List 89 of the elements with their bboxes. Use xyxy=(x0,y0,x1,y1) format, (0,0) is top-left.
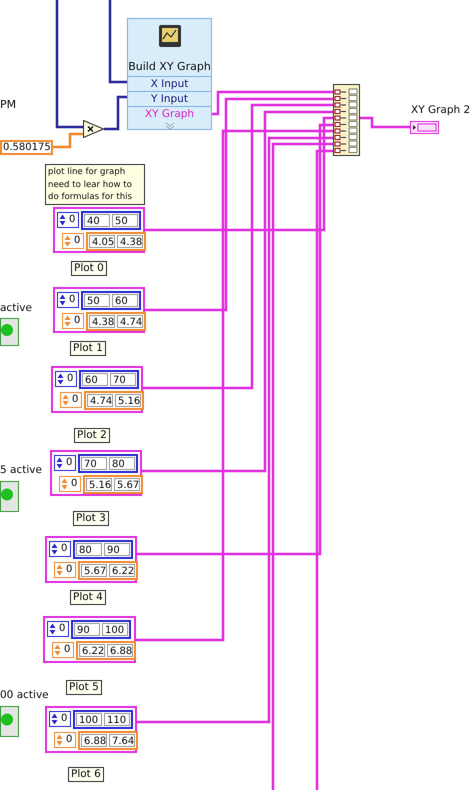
text-label: PM xyxy=(0,98,16,111)
indicator-label: active xyxy=(0,302,32,315)
array-value: 5.16 xyxy=(86,478,112,491)
wire xyxy=(104,96,127,130)
array-value: 80 xyxy=(76,543,102,556)
wire xyxy=(108,0,127,84)
array-value: 50 xyxy=(112,214,138,227)
index-control: 0 xyxy=(54,455,76,471)
index-control: 0 xyxy=(49,541,71,557)
wire xyxy=(143,104,333,390)
plot-label: Plot 5 xyxy=(66,680,102,695)
plot-label: Plot 3 xyxy=(73,511,109,526)
index-control: 0 xyxy=(54,732,76,748)
indicator-label: XY Graph 2 xyxy=(411,104,470,117)
array-value: 6.88 xyxy=(81,734,107,747)
multiply-node xyxy=(83,120,104,138)
index-control: 0 xyxy=(59,476,81,492)
array-value: 60 xyxy=(82,373,108,386)
array-value: 110 xyxy=(104,713,130,726)
wire xyxy=(136,130,333,642)
plot-label: Plot 0 xyxy=(71,261,107,276)
array-value: 5.16 xyxy=(115,394,141,407)
wire xyxy=(56,0,83,128)
cluster-constant xyxy=(51,366,143,413)
index-control: 0 xyxy=(52,642,74,658)
array-value: 50 xyxy=(84,294,110,307)
indicator-label: 00 active xyxy=(0,689,49,702)
cluster-constant xyxy=(53,207,145,253)
index-control: 0 xyxy=(62,233,84,249)
cluster-constant xyxy=(45,536,137,583)
array-value: 70 xyxy=(110,373,136,386)
array-value: 40 xyxy=(84,214,110,227)
graph-indicator-terminal xyxy=(410,121,439,134)
wire xyxy=(137,136,333,724)
array-value: 100 xyxy=(76,713,102,726)
array-value: 70 xyxy=(81,457,107,470)
plot-label: Plot 4 xyxy=(70,590,106,605)
wire xyxy=(145,116,333,232)
wire xyxy=(137,124,333,556)
wire xyxy=(145,98,333,312)
array-value: 5.67 xyxy=(114,478,140,491)
array-value: 60 xyxy=(112,294,138,307)
array-value: 90 xyxy=(104,543,130,556)
array-value: 7.64 xyxy=(109,734,135,747)
function-node xyxy=(127,18,212,130)
wire xyxy=(212,90,333,116)
array-value: 6.22 xyxy=(109,564,135,577)
wire xyxy=(53,132,83,148)
cluster-constant xyxy=(53,287,145,333)
plot-label: Plot 1 xyxy=(70,341,106,356)
terminal-label: XY Graph xyxy=(128,106,211,122)
array-value: 80 xyxy=(109,457,135,470)
index-control: 0 xyxy=(62,313,84,329)
index-control: 0 xyxy=(60,392,82,408)
array-value: 4.74 xyxy=(117,315,143,328)
wire xyxy=(272,142,333,790)
index-control: 0 xyxy=(47,621,69,637)
boolean-indicator xyxy=(0,318,19,346)
cluster-constant xyxy=(50,450,142,496)
array-value: 4.38 xyxy=(117,235,143,248)
comment-note: plot line for graph need to lear how to do formulas for this xyxy=(45,164,145,205)
array-value: 90 xyxy=(74,623,100,636)
terminal-label: X Input xyxy=(128,76,211,92)
index-control: 0 xyxy=(57,292,79,308)
build-array-node xyxy=(333,84,360,156)
array-value: 6.22 xyxy=(79,644,105,657)
wire xyxy=(142,110,333,472)
plot-label: Plot 2 xyxy=(74,428,110,443)
array-value: 4.05 xyxy=(89,235,115,248)
array-value: 100 xyxy=(102,623,128,636)
function-title: Build XY Graph xyxy=(128,60,211,74)
cluster-constant xyxy=(43,616,136,663)
terminal-label: Y Input xyxy=(128,91,211,107)
indicator-label: 5 active xyxy=(0,464,42,477)
index-control: 0 xyxy=(49,711,71,727)
array-value: 6.88 xyxy=(107,644,133,657)
boolean-indicator xyxy=(0,706,19,737)
plot-label: Plot 6 xyxy=(68,767,104,782)
index-control: 0 xyxy=(55,371,77,387)
wire xyxy=(360,116,410,128)
array-value: 4.38 xyxy=(89,315,115,328)
boolean-indicator xyxy=(0,481,19,512)
index-control: 0 xyxy=(57,212,79,228)
array-value: 5.67 xyxy=(81,564,107,577)
numeric-constant: 0.580175 xyxy=(0,140,53,155)
cluster-constant xyxy=(45,706,137,753)
wire xyxy=(316,150,333,790)
index-control: 0 xyxy=(54,562,76,578)
array-value: 4.74 xyxy=(87,394,113,407)
